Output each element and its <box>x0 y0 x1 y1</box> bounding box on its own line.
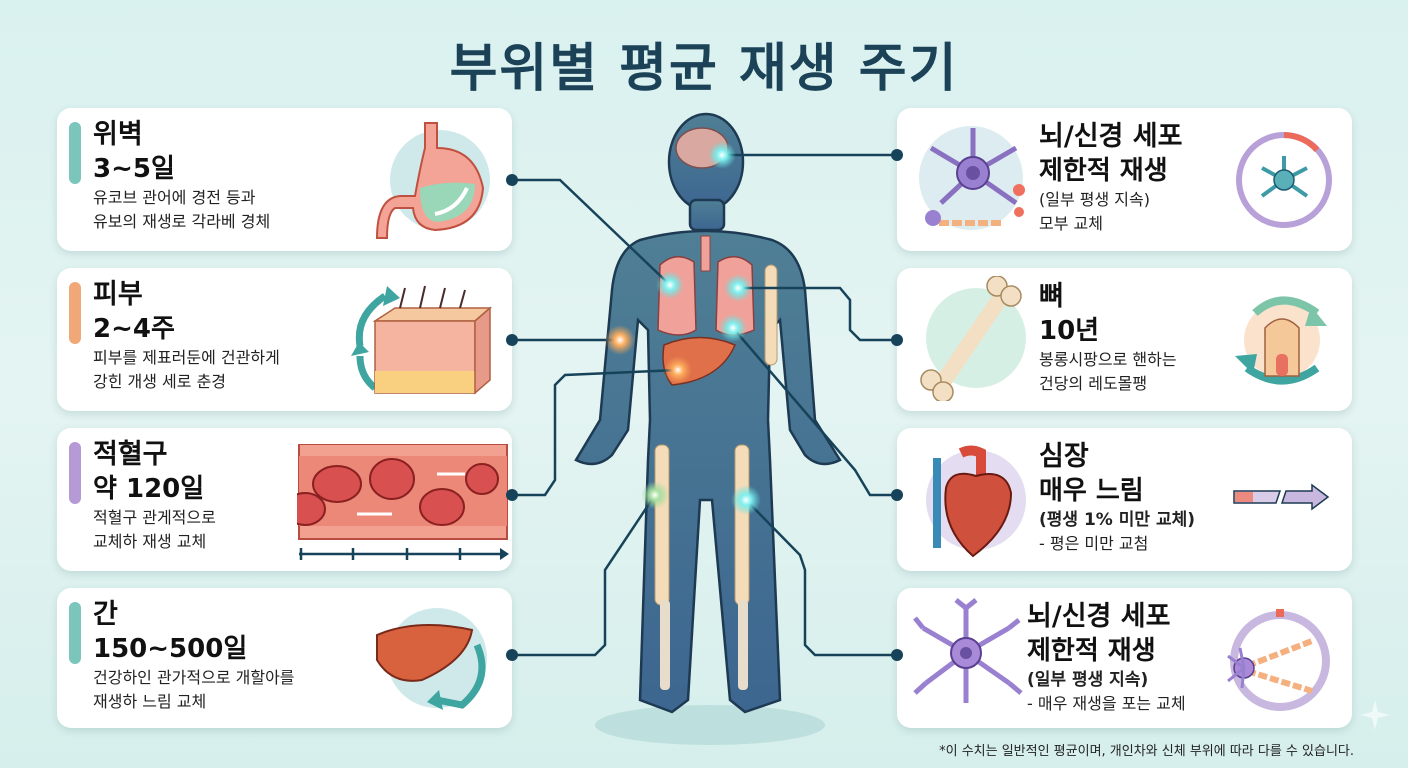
bone-cycle-icon <box>1235 296 1327 385</box>
accent-bar <box>69 602 81 664</box>
card-red-blood-cell: 적혈구 약 120일 적혈구 관게적으로 교체하 재생 교체 <box>57 428 518 571</box>
connector-dot <box>506 649 518 661</box>
card-desc-line: (일부 평생 지속) <box>1039 190 1150 209</box>
card-name: 피부 <box>93 279 143 310</box>
liver-glow-point <box>664 356 692 384</box>
card-name: 간 <box>93 599 118 630</box>
accent-bar <box>69 282 81 344</box>
connector-lines <box>513 153 895 657</box>
card-desc-line: 건강하인 관가적으로 개할아를 <box>93 668 295 687</box>
card-name: 심장 <box>1039 441 1089 472</box>
card-desc-line: 유코브 관어에 경전 등과 <box>93 188 256 207</box>
card-name: 위벽 <box>93 119 143 150</box>
accent-bar <box>69 122 81 184</box>
heart-icon <box>926 445 1026 558</box>
card-desc-line: (일부 평생 지속) <box>1027 670 1149 690</box>
card-name: 뇌/신경 세포 <box>1027 601 1171 632</box>
card-period: 제한적 재생 <box>1039 156 1168 186</box>
neuron-icon <box>913 598 1023 703</box>
card-desc-line: 적혈구 관게적으로 <box>93 508 216 527</box>
leg-glow-point-right <box>731 485 761 515</box>
connector-dot <box>891 149 903 161</box>
human-body-figure <box>574 112 842 714</box>
card-desc-line: 교체하 재생 교체 <box>93 532 207 551</box>
card-desc-line: 피부를 제표러둔에 건관하게 <box>93 348 280 367</box>
card-period: 약 120일 <box>93 474 205 504</box>
blood-vessel-icon <box>297 444 509 560</box>
card-period: 10년 <box>1039 316 1100 346</box>
card-heart: 심장 매우 느림 (평생 1% 미만 교체) - 평은 미만 교첨 <box>891 428 1352 571</box>
card-stomach: 위벽 3~5일 유코브 관어에 경전 등과 유보의 재생로 각라베 경체 <box>57 108 518 251</box>
skin-layers-icon <box>351 285 493 395</box>
neuron-icon <box>919 126 1025 230</box>
card-period: 제한적 재생 <box>1027 636 1156 666</box>
footnote: *이 수치는 일반적인 평균이며, 개인차와 신체 부위에 따라 다를 수 있습… <box>939 744 1354 759</box>
card-period: 매우 느림 <box>1039 476 1144 506</box>
card-name: 뼈 <box>1039 281 1064 312</box>
connector-dot <box>891 489 903 501</box>
card-desc-line: (평생 1% 미만 교체) <box>1039 510 1195 530</box>
card-desc-line: 유보의 재생로 각라베 경체 <box>93 212 271 231</box>
bone-glow-point <box>724 274 752 302</box>
liver-icon <box>376 608 487 710</box>
card-desc-line: - 매우 재생을 포는 교체 <box>1027 694 1186 713</box>
card-name: 뇌/신경 세포 <box>1039 121 1183 152</box>
neuron-ring-icon <box>1236 132 1332 228</box>
card-liver: 간 150~500일 건강하인 관가적으로 개할아를 재생하 느림 교체 <box>57 588 518 728</box>
stomach-icon <box>375 122 490 239</box>
card-brain-nerve-1: 뇌/신경 세포 제한적 재생 (일부 평생 지속) 모부 교체 <box>891 108 1352 251</box>
card-desc-line: - 평은 미만 교첨 <box>1039 534 1149 553</box>
card-brain-nerve-2: 뇌/신경 세포 제한적 재생 (일부 평생 지속) - 매우 재생을 포는 교체 <box>891 588 1352 728</box>
card-desc-line: 재생하 느림 교체 <box>93 692 207 711</box>
leg-glow-point-left <box>641 481 669 509</box>
connector-dot <box>891 334 903 346</box>
card-desc-line: 모부 교체 <box>1039 214 1103 233</box>
card-desc-line: 봉롱시팡으로 핸하는 <box>1039 350 1177 369</box>
neuron-ring-icon <box>1227 609 1330 711</box>
card-skin: 피부 2~4주 피부를 제표러둔에 건관하게 강힌 개생 세로 춘경 <box>57 268 518 411</box>
card-period: 2~4주 <box>93 314 175 344</box>
lung-glow-point <box>656 271 684 299</box>
accent-bar <box>69 442 81 504</box>
connector-dot <box>506 174 518 186</box>
card-period: 3~5일 <box>93 154 175 184</box>
page-title: 부위별 평균 재생 주기 <box>449 39 959 99</box>
slow-arrow-icon <box>1233 483 1330 511</box>
card-desc-line: 건당의 레도몰팽 <box>1039 374 1148 393</box>
card-bone: 뼈 10년 봉롱시팡으로 핸하는 건당의 레도몰팽 <box>891 268 1352 411</box>
skin-glow-point <box>605 325 635 355</box>
connector-dot <box>891 649 903 661</box>
connector-dot <box>506 489 518 501</box>
bone-icon <box>920 276 1026 401</box>
card-period: 150~500일 <box>93 634 248 664</box>
heart-glow-point <box>719 314 747 342</box>
brain-glow-point <box>708 141 736 169</box>
card-name: 적혈구 <box>93 439 168 470</box>
connector-dot <box>506 334 518 346</box>
card-desc-line: 강힌 개생 세로 춘경 <box>93 372 227 391</box>
